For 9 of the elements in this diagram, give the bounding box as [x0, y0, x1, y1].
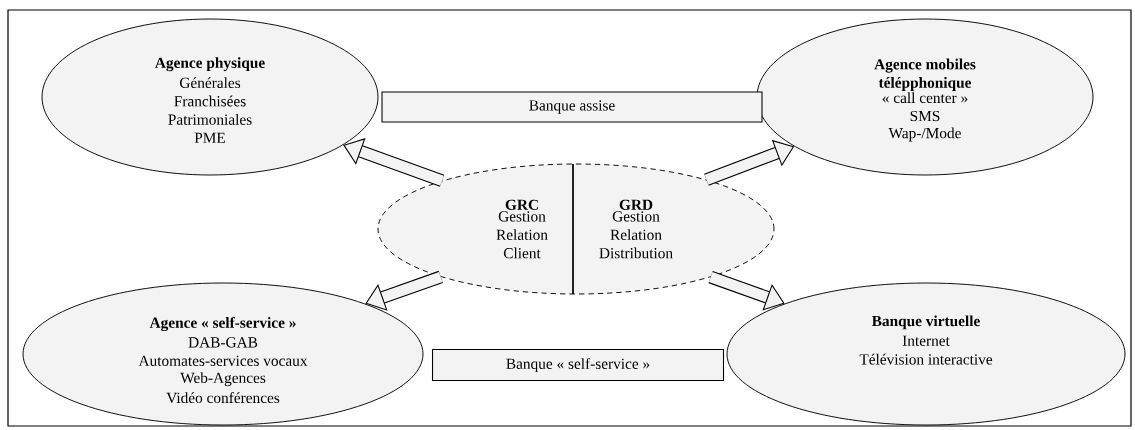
ellipse-node: Banque virtuelle Internet Télévision interactive	[726, 282, 1126, 426]
block-arrow	[365, 270, 443, 311]
ellipse-node: Agence « self-service » DAB-GAB Automates-services vocaux Web-Agences Vidéo conférences	[22, 282, 424, 426]
ellipse-node: Agence mobiles télépphonique « call center » SMS Wap-/Mode	[756, 18, 1094, 176]
label-box: Banque assise	[381, 91, 763, 123]
ellipse-node: Agence physique Générales Franchisées Patrimoniales PME	[41, 18, 379, 176]
block-arrow	[343, 138, 445, 187]
block-arrow	[708, 271, 785, 311]
label-box: Banque « self-service »	[431, 348, 725, 382]
